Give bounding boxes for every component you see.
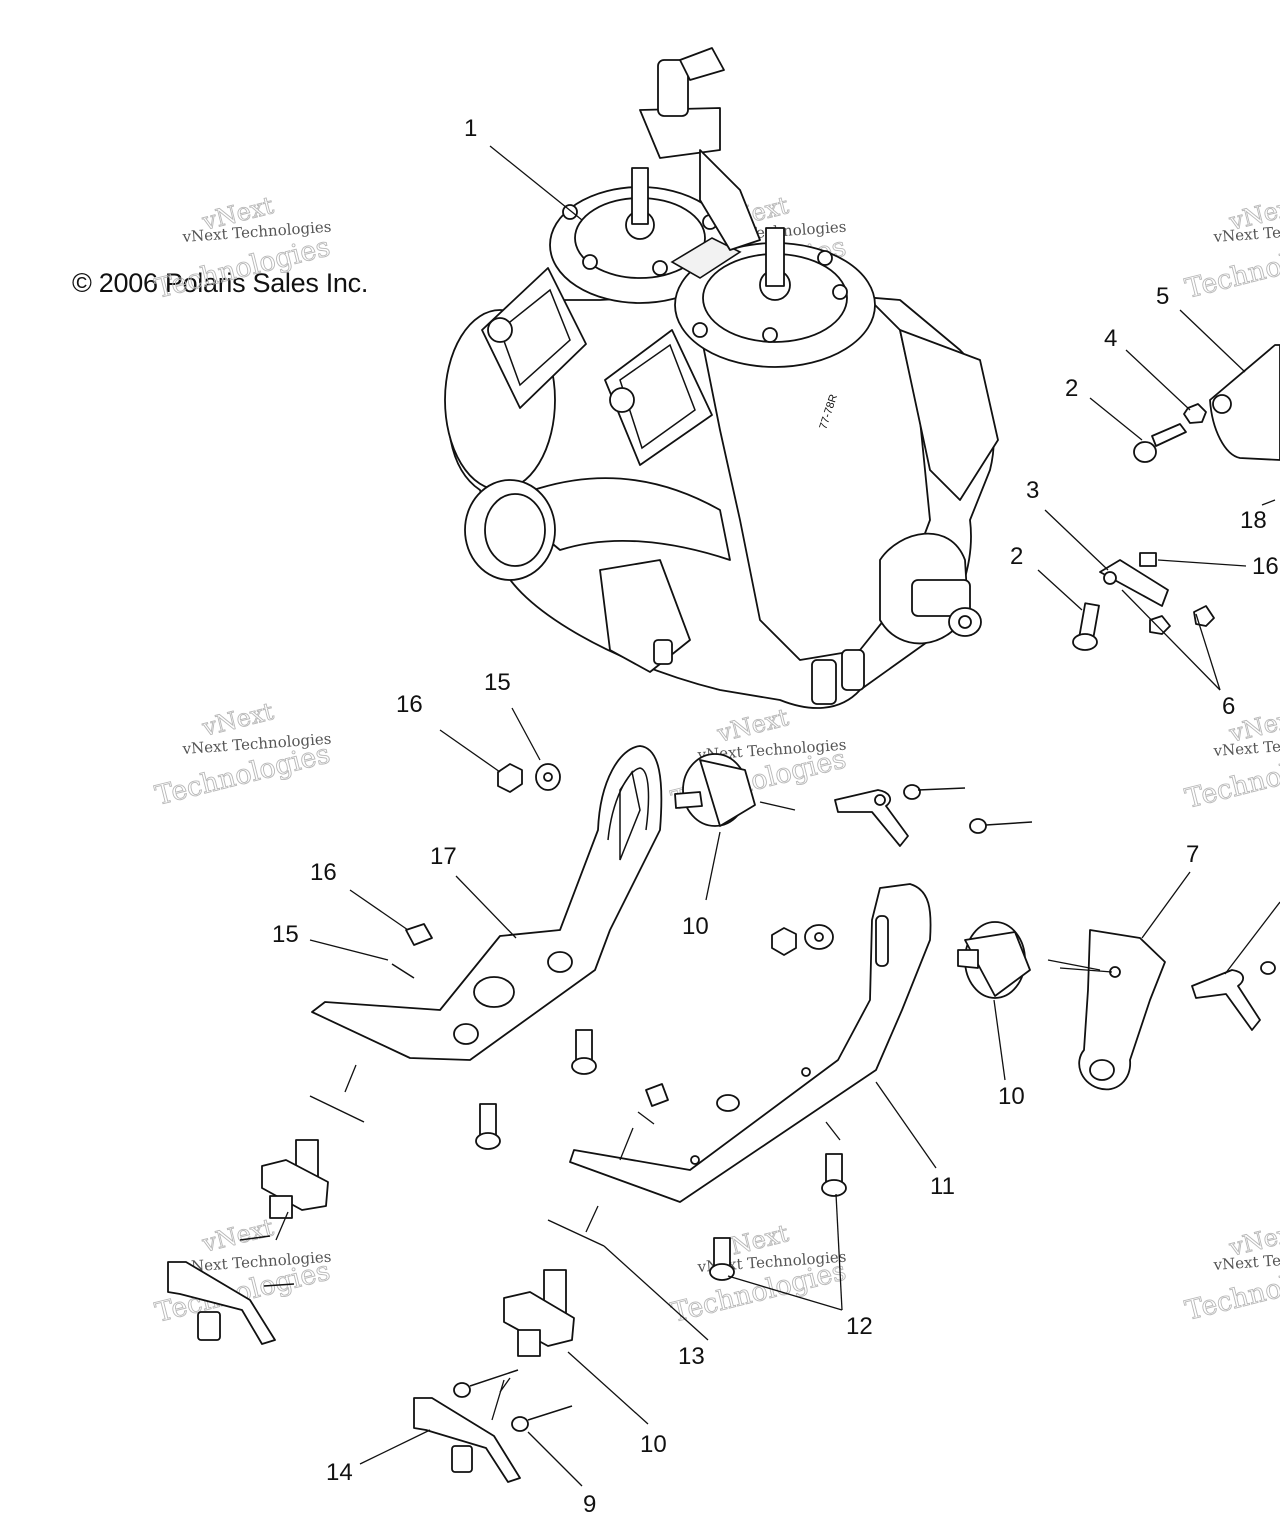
bracket-hole	[547, 951, 573, 973]
watermark-8: vNext vNext Technologies Technologies	[668, 1219, 850, 1330]
bolt-12-b	[709, 1237, 735, 1281]
bolt-under-17-b	[475, 1103, 501, 1150]
callout-15-lower: 15	[272, 921, 299, 948]
callout-14: 14	[326, 1459, 353, 1486]
rivet-9-b	[511, 1405, 573, 1432]
callout-3: 3	[1026, 477, 1039, 504]
engine-assembly: 77-78R	[444, 47, 999, 709]
nut-16-right	[1139, 552, 1157, 567]
nut-16-lower	[405, 923, 433, 946]
washer-15-lower	[391, 963, 415, 979]
torque-rod-bracket-11	[569, 883, 932, 1203]
nut-16-upper	[497, 763, 523, 793]
watermark-text: Technologies	[152, 231, 333, 304]
engine-bracket-7	[1078, 929, 1166, 1091]
bracket-3	[1099, 559, 1169, 607]
rivet-upper-b	[969, 818, 1033, 834]
callout-16-upper: 16	[396, 691, 423, 718]
watermark-4: vNext vNext Technologies Technologies	[152, 697, 334, 813]
torque-rod-bracket-17	[311, 745, 663, 1061]
nut-near-13	[645, 1083, 669, 1107]
callout-10-upper: 10	[682, 913, 709, 940]
bracket-hole	[1103, 571, 1117, 585]
rivet-9-a	[453, 1369, 519, 1398]
mount-clip-left	[167, 1235, 295, 1345]
bolt-2-lower	[1072, 602, 1100, 651]
callout-1: 1	[464, 115, 477, 142]
callout-18: 18	[1240, 507, 1267, 534]
callout-2-upper: 2	[1065, 375, 1078, 402]
callout-2-lower: 2	[1010, 543, 1023, 570]
callout-16-right: 16	[1252, 553, 1279, 580]
mounting-bracket-5	[1209, 344, 1280, 461]
nut-11	[771, 927, 797, 956]
callout-11: 11	[930, 1173, 955, 1200]
bracket-hole	[716, 1094, 740, 1112]
shim-left	[309, 1095, 365, 1123]
callout-13: 13	[678, 1343, 705, 1370]
callout-10-right: 10	[998, 1083, 1025, 1110]
callout-10-lower: 10	[640, 1431, 667, 1458]
rivet-upper-a	[903, 784, 966, 800]
callout-5: 5	[1156, 283, 1169, 310]
bracket-hole	[453, 1023, 479, 1045]
bolt-12-a	[821, 1153, 847, 1197]
rubber-mount-lower	[503, 1269, 575, 1357]
rubber-mount-left	[261, 1139, 329, 1219]
callout-7: 7	[1186, 841, 1199, 868]
callout-9: 9	[583, 1491, 596, 1518]
leader-lines	[275, 145, 1280, 1487]
watermark-1: vNext vNext Technologies Technologies	[152, 191, 334, 306]
mount-clip-14	[413, 1397, 521, 1483]
rubber-mount-10-upper	[674, 753, 756, 827]
watermark-9: vNext vNext Technologies Technologies	[1182, 1217, 1280, 1328]
bolt-6-b	[1193, 605, 1215, 627]
callout-17: 17	[430, 843, 457, 870]
callout-15-upper: 15	[484, 669, 511, 696]
shim-13	[547, 1219, 605, 1247]
bracket-slot	[875, 915, 889, 967]
callout-6: 6	[1222, 693, 1235, 720]
small-plate-upper	[834, 789, 909, 847]
rubber-mount-10-right	[957, 921, 1031, 999]
callout-4: 4	[1104, 325, 1117, 352]
bracket-hole	[473, 976, 515, 1008]
small-plate-right	[1191, 969, 1261, 1031]
bolt-under-17-a	[571, 1029, 597, 1075]
bolt-6-a	[1149, 615, 1171, 635]
callout-12: 12	[846, 1313, 873, 1340]
callout-16-lower: 16	[310, 859, 337, 886]
watermark-3: vNext vNext Technologies Technologies	[1182, 191, 1280, 306]
copyright-notice: © 2006 Polaris Sales Inc.	[72, 268, 369, 298]
bracket-hole	[1212, 394, 1232, 414]
bolt-2-upper	[1133, 423, 1187, 463]
